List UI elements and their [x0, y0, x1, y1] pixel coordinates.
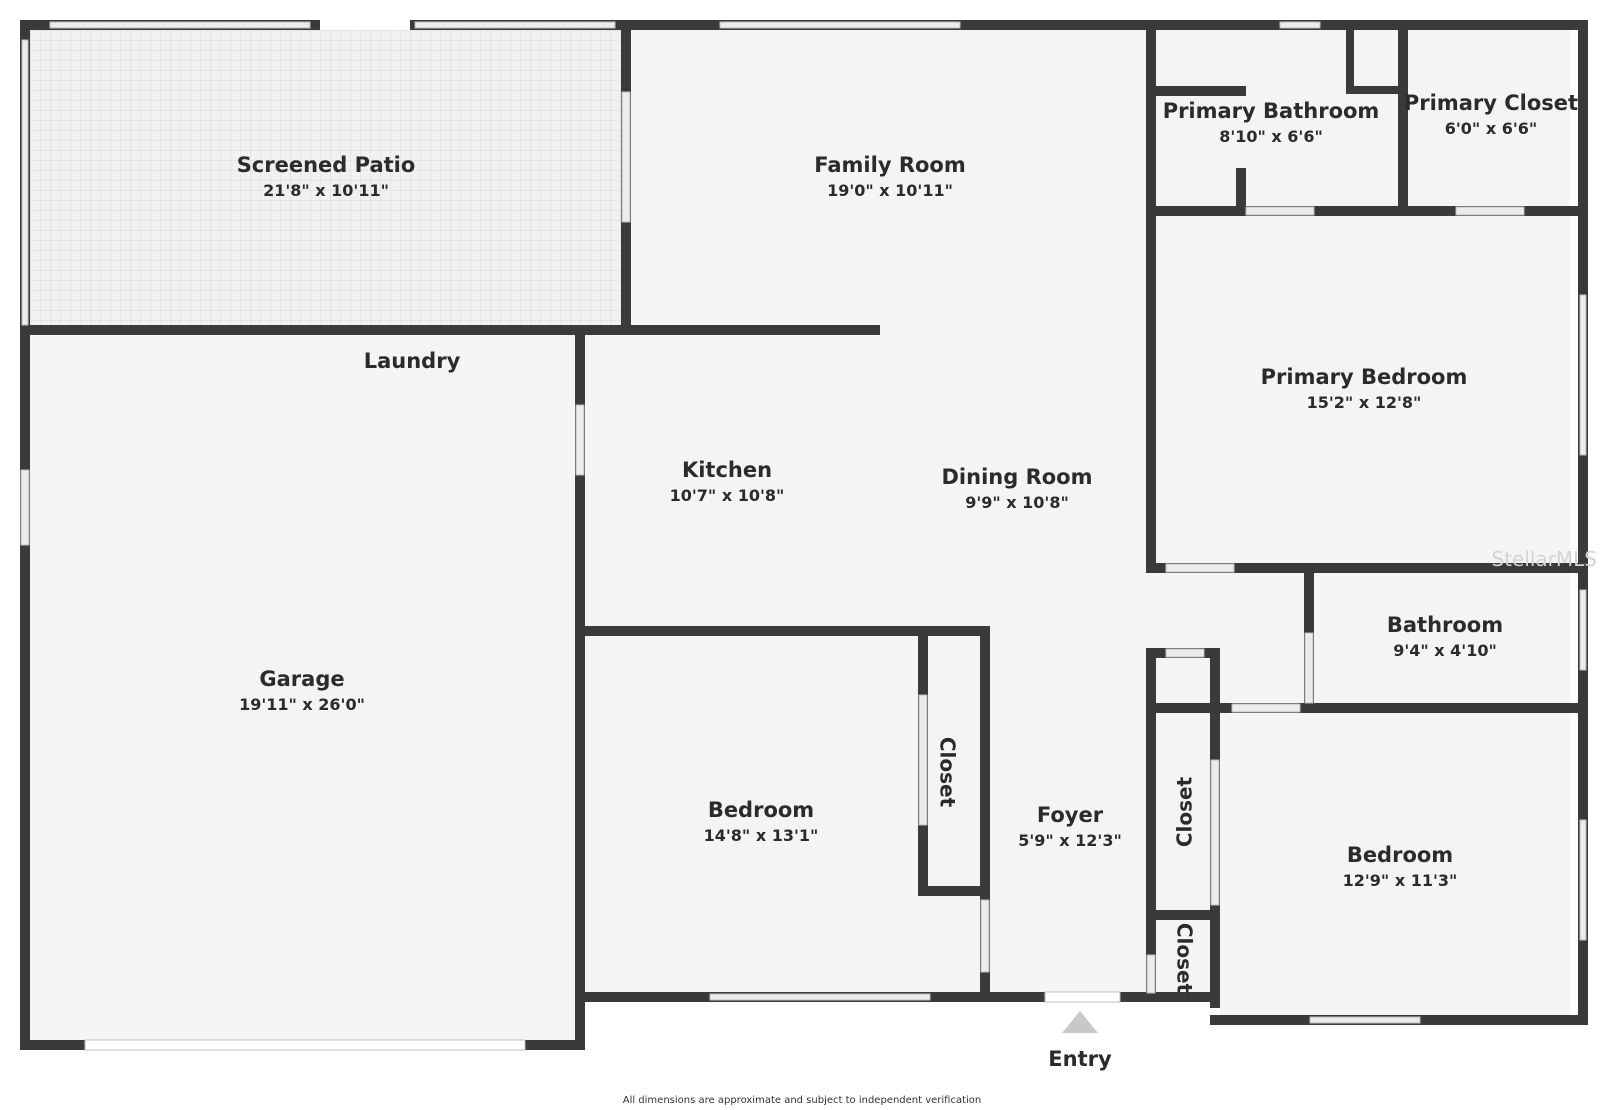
- room-dims-dining-room: 9'9" x 10'8": [965, 493, 1069, 512]
- door-opening: [1231, 703, 1301, 713]
- floor-areas: [25, 25, 1570, 1050]
- wall: [1578, 20, 1588, 1025]
- wall: [1346, 30, 1354, 92]
- room-dims-primary-bedroom: 15'2" x 12'8": [1307, 393, 1422, 412]
- window: [1279, 21, 1321, 29]
- entry-arrow-icon: [1062, 1011, 1098, 1033]
- wall: [1146, 206, 1588, 216]
- room-dims-bedroom-3: 12'9" x 11'3": [1343, 871, 1458, 890]
- wall: [575, 626, 990, 636]
- window: [21, 39, 29, 326]
- room-dims-screened-patio: 21'8" x 10'11": [263, 181, 389, 200]
- room-dims-garage: 19'11" x 26'0": [239, 695, 365, 714]
- room-dims-family-room: 19'0" x 10'11": [827, 181, 953, 200]
- closet-label-small: Closet: [1173, 923, 1197, 994]
- room-dims-foyer: 5'9" x 12'3": [1018, 831, 1122, 850]
- entry-marker: Entry: [1048, 1011, 1112, 1071]
- wall: [1156, 86, 1246, 96]
- door-opening: [1245, 206, 1315, 216]
- wall: [1146, 648, 1156, 1000]
- wall: [20, 325, 30, 1050]
- door-opening: [1455, 206, 1525, 216]
- room-name-family-room: Family Room: [814, 153, 965, 177]
- wall: [1146, 703, 1588, 713]
- room-name-bathroom: Bathroom: [1387, 613, 1503, 637]
- window: [1579, 589, 1587, 671]
- room-name-foyer: Foyer: [1037, 803, 1104, 827]
- room-dims-primary-bathroom: 8'10" x 6'6": [1219, 127, 1323, 146]
- door-opening: [320, 20, 410, 30]
- door-opening: [575, 404, 585, 476]
- window: [49, 21, 311, 29]
- room-name-primary-bathroom: Primary Bathroom: [1163, 99, 1380, 123]
- room-name-dining-room: Dining Room: [942, 465, 1093, 489]
- door-opening: [1044, 991, 1121, 1003]
- wall: [20, 325, 880, 335]
- door-opening: [1304, 632, 1314, 704]
- wall: [575, 325, 585, 1050]
- room-name-screened-patio: Screened Patio: [237, 153, 416, 177]
- bedroom3-floor: [1220, 710, 1570, 1020]
- door-opening: [1146, 954, 1156, 994]
- door-opening: [1165, 563, 1235, 573]
- room-dims-bedroom-2: 14'8" x 13'1": [704, 826, 819, 845]
- door-opening: [918, 694, 928, 826]
- wall: [1146, 20, 1156, 570]
- room-name-bedroom-3: Bedroom: [1347, 843, 1453, 867]
- room-dims-primary-closet: 6'0" x 6'6": [1445, 119, 1537, 138]
- window: [1579, 294, 1587, 456]
- kitchen-dining-floor: [580, 330, 1150, 635]
- wall: [980, 626, 990, 1002]
- closet-label-hall: Closet: [1173, 776, 1197, 847]
- room-dims-kitchen: 10'7" x 10'8": [670, 486, 785, 505]
- door-opening: [20, 469, 30, 546]
- footer-note: All dimensions are approximate and subje…: [623, 1095, 982, 1106]
- door-opening: [1165, 648, 1205, 658]
- wall: [1398, 20, 1408, 216]
- entry-label: Entry: [1048, 1047, 1112, 1071]
- family-floor: [625, 25, 1150, 330]
- room-name-garage: Garage: [259, 667, 344, 691]
- door-opening: [621, 91, 631, 223]
- window: [1579, 819, 1587, 941]
- window: [719, 21, 961, 29]
- wall: [1146, 910, 1220, 920]
- door-opening: [980, 899, 990, 973]
- wall: [918, 886, 990, 896]
- window: [414, 21, 616, 29]
- door-opening: [1210, 759, 1220, 906]
- room-labels: Screened Patio 21'8" x 10'11" Family Roo…: [237, 91, 1578, 994]
- bathroom-floor: [1310, 565, 1570, 715]
- wall: [1146, 563, 1588, 573]
- room-name-kitchen: Kitchen: [682, 458, 772, 482]
- wall: [1236, 168, 1246, 208]
- closet-label-bedroom: Closet: [936, 737, 960, 808]
- window: [1309, 1016, 1421, 1024]
- room-dims-bathroom: 9'4" x 4'10": [1393, 641, 1497, 660]
- garage-floor: [25, 330, 580, 1050]
- watermark: StellarMLS: [1491, 547, 1597, 571]
- room-name-laundry: Laundry: [364, 349, 461, 373]
- room-name-primary-closet: Primary Closet: [1404, 91, 1578, 115]
- window: [709, 993, 931, 1001]
- primary-suite-floor: [1150, 25, 1570, 570]
- foyer-floor: [985, 630, 1150, 1000]
- wall: [1346, 86, 1404, 94]
- room-name-bedroom-2: Bedroom: [708, 798, 814, 822]
- openings: [20, 20, 1587, 1051]
- patio-floor: [25, 25, 625, 330]
- room-name-primary-bedroom: Primary Bedroom: [1261, 365, 1468, 389]
- garage-door: [84, 1039, 526, 1051]
